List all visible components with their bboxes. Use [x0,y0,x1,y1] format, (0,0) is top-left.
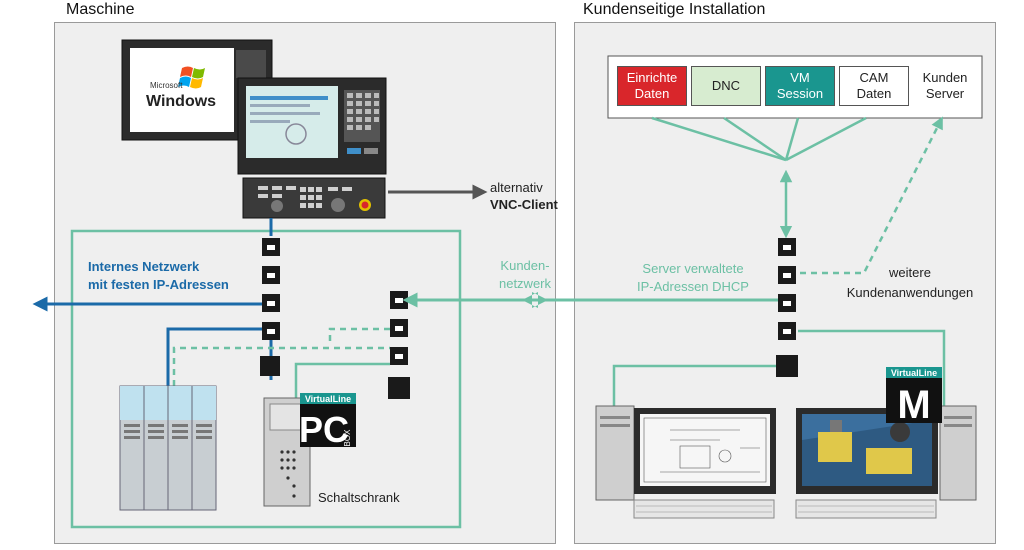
vnc-label-line2: VNC-Client [490,197,558,212]
internal-network-label-line2: mit festen IP-Adressen [88,277,229,292]
windows-flag-icon [178,66,205,89]
server-box-dnc: DNC [691,66,761,106]
customer-network-arrow [522,292,548,308]
svg-text:VirtualLine: VirtualLine [891,368,937,378]
machine-control-panel [242,177,386,219]
machine-ports [260,238,410,399]
server-fan-lines [651,116,867,239]
server-box-cam-data: CAM Daten [839,66,909,106]
drive-modules [119,385,217,511]
further-apps-line2: Kundenanwendungen [846,285,974,300]
svg-text:PC: PC [299,409,349,450]
further-apps-dashed [800,116,943,275]
cabinet-label: Schaltschrank [318,490,400,505]
further-apps-line1: weitere [889,265,931,280]
customer-installation-title: Kundenseitige Installation [583,1,766,18]
server-box-setup-data: Einrichte Daten [617,66,687,106]
server-box-vm-session: VM Session [765,66,835,106]
vm-logo: VirtualLine M [886,367,942,427]
internal-network-lines [32,218,273,386]
dhcp-label-line2: IP-Adressen DHCP [637,279,749,294]
machine-dashed-lines [172,327,390,386]
svg-text:M: M [897,383,930,427]
pcbox-logo: VirtualLine PC BOX [299,393,356,450]
windows-product-label: Windows [146,93,217,110]
internal-network-label-line1: Internes Netzwerk [88,259,200,274]
workstation-left [595,405,776,519]
machine-title: Maschine [66,1,135,18]
vnc-label-line1: alternativ [490,180,543,195]
control-monitor [237,77,387,175]
dhcp-label-line1: Server verwaltete [642,261,744,276]
svg-text:VirtualLine: VirtualLine [305,394,351,404]
customer-network-label-line2: netzwerk [498,276,552,291]
customer-ports [776,238,798,377]
pcbox-link [294,362,390,398]
customer-network-label-line1: Kunden- [500,258,550,273]
workstation-links [612,329,946,406]
internal-network-frame [70,229,462,529]
windows-brand-label: Microsoft [150,81,183,90]
customer-server-label: Kunden Server [922,70,968,101]
svg-text:BOX: BOX [343,429,352,447]
